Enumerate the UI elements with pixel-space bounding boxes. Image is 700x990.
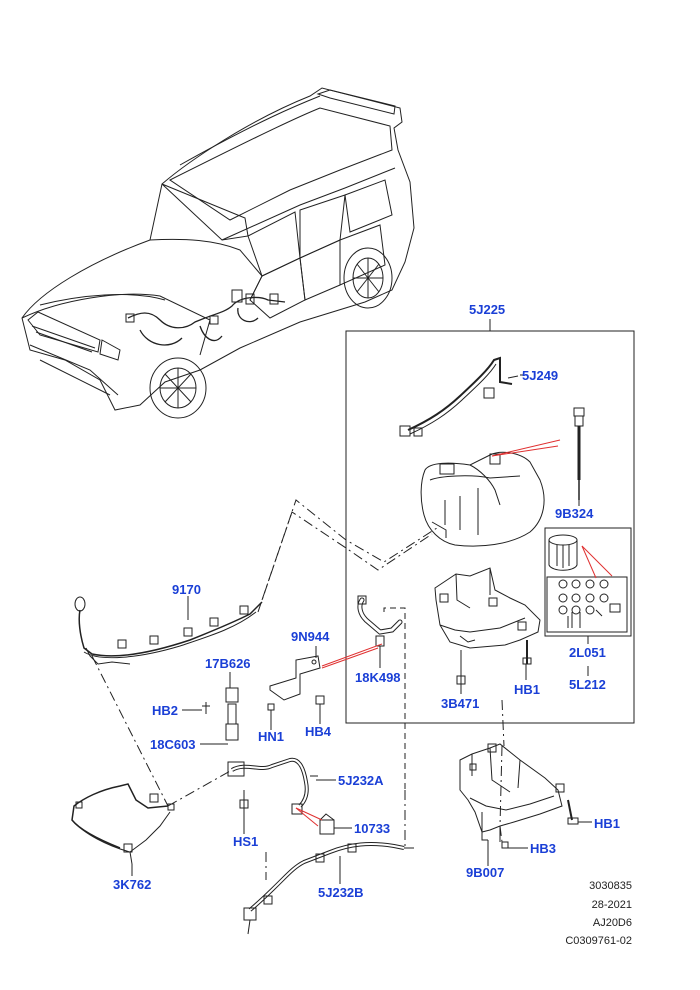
callout-18c603[interactable]: 18C603 — [150, 737, 196, 752]
reference-model-code: AJ20D6 — [592, 917, 632, 929]
callout-17b626[interactable]: 17B626 — [205, 656, 251, 671]
dash-dot-leaders — [91, 499, 505, 880]
callout-5j249[interactable]: 5J249 — [522, 368, 559, 383]
cap-2l051 — [548, 534, 621, 628]
callout-9n944[interactable]: 9N944 — [291, 629, 330, 644]
reference-date: 28-2021 — [591, 899, 632, 911]
callout-9b007[interactable]: 9B007 — [466, 865, 505, 880]
callout-hb2[interactable]: HB2 — [152, 703, 179, 718]
callout-2l051[interactable]: 2L051 — [569, 645, 606, 660]
callout-hs1[interactable]: HS1 — [233, 834, 259, 849]
callout-hb1-tank[interactable]: HB1 — [514, 682, 541, 697]
callout-5j225[interactable]: 5J225 — [469, 302, 506, 317]
sensor-18c603 — [202, 687, 239, 741]
harness-3k762 — [71, 783, 175, 865]
reference-illustration-id: C0309761-02 — [565, 935, 632, 947]
callout-hb1-bracket[interactable]: HB1 — [594, 816, 621, 831]
harness-9170 — [74, 596, 263, 665]
bracket-9n944 — [267, 655, 325, 722]
callout-5j232b[interactable]: 5J232B — [318, 885, 364, 900]
hose-18k498 — [357, 595, 403, 647]
pipe-5j232a — [227, 757, 318, 815]
tank-body — [420, 451, 545, 547]
callout-5j232a[interactable]: 5J232A — [338, 773, 384, 788]
clip-10733 — [319, 813, 335, 835]
cap-kit-inner-box — [546, 576, 628, 633]
callout-hb3[interactable]: HB3 — [530, 841, 557, 856]
reference-number: 3030835 — [589, 880, 632, 892]
callout-9170[interactable]: 9170 — [172, 582, 201, 597]
callout-18k498[interactable]: 18K498 — [355, 670, 401, 685]
red-leaders — [295, 439, 613, 827]
bracket-5l212-assembly — [434, 567, 541, 685]
bracket-9b007 — [459, 743, 579, 849]
callout-3b471[interactable]: 3B471 — [441, 696, 480, 711]
callout-10733[interactable]: 10733 — [354, 821, 391, 836]
callout-hb4[interactable]: HB4 — [305, 724, 332, 739]
tube-5j249 — [399, 356, 519, 437]
vehicle-illustration — [21, 87, 415, 419]
assembly-box-5j225 — [345, 330, 635, 724]
callout-9b324[interactable]: 9B324 — [555, 506, 594, 521]
callout-hn1[interactable]: HN1 — [258, 729, 285, 744]
pipe-5j232b — [243, 842, 414, 935]
callout-leaders — [131, 374, 592, 884]
heater-9b324 — [573, 407, 585, 500]
callout-5l212[interactable]: 5L212 — [569, 677, 606, 692]
callout-3k762[interactable]: 3K762 — [113, 877, 152, 892]
